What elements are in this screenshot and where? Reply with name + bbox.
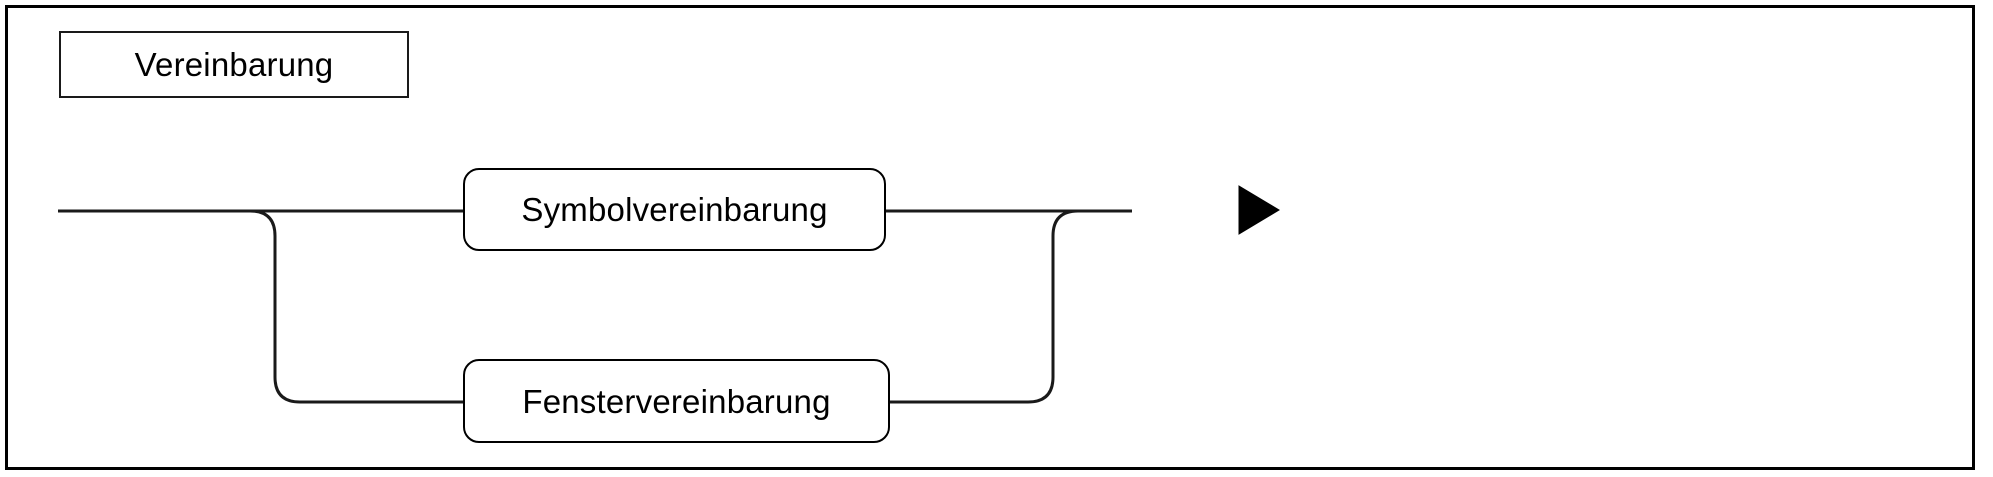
rule-box-symbolvereinbarung[interactable]: Symbolvereinbarung xyxy=(463,168,886,251)
rule-box-label: Fenstervereinbarung xyxy=(522,382,831,420)
diagram-title-box: Vereinbarung xyxy=(59,31,409,98)
rule-box-fenstervereinbarung[interactable]: Fenstervereinbarung xyxy=(463,359,890,443)
diagram-title-label: Vereinbarung xyxy=(134,46,334,83)
rule-box-label: Symbolvereinbarung xyxy=(521,191,828,228)
